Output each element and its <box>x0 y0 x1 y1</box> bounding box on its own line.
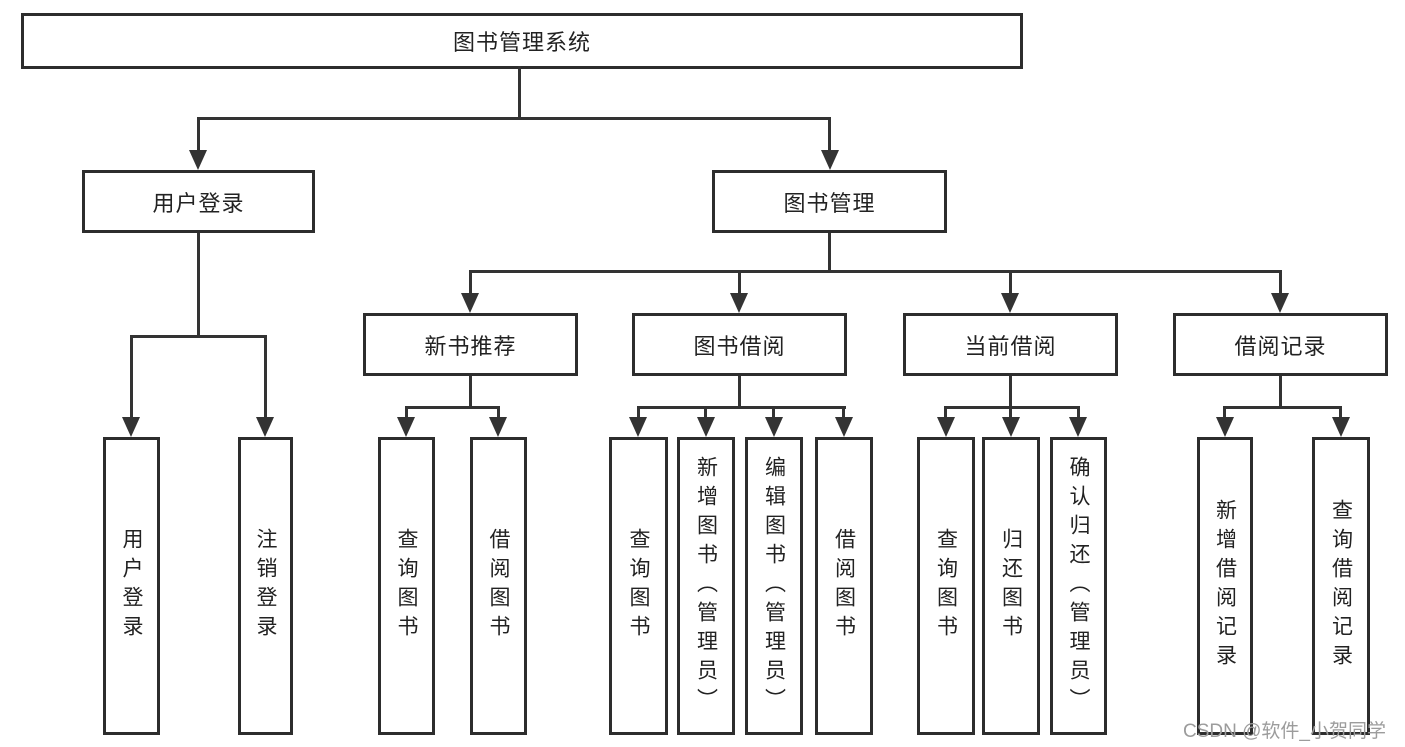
connector-line <box>738 376 741 406</box>
leaf-add-books-admin: 新增图书（管理员） <box>677 437 735 735</box>
arrowhead-icon <box>397 417 415 437</box>
connector-line <box>1009 406 1012 419</box>
arrowhead-icon <box>489 417 507 437</box>
connector-line <box>1009 270 1012 295</box>
leaf-return-books: 归还图书 <box>982 437 1040 735</box>
arrowhead-icon <box>1069 417 1087 437</box>
leaf-add-borrow-record: 新增借阅记录 <box>1197 437 1253 735</box>
csdn-watermark: CSDN @软件_小贺同学 <box>1183 721 1386 742</box>
leaf-query-books-recommend: 查询图书 <box>378 437 435 735</box>
arrowhead-icon <box>821 150 839 170</box>
arrowhead-icon <box>1332 417 1350 437</box>
arrowhead-icon <box>1271 293 1289 313</box>
node-user-login: 用户登录 <box>82 170 315 233</box>
leaf-query-borrow-record: 查询借阅记录 <box>1312 437 1370 735</box>
connector-line <box>518 66 521 117</box>
connector-line <box>944 406 947 419</box>
connector-line <box>1339 406 1342 419</box>
connector-line <box>197 117 200 151</box>
connector-line <box>197 233 200 335</box>
arrowhead-icon <box>730 293 748 313</box>
arrowhead-icon <box>1001 293 1019 313</box>
connector-line <box>405 406 408 419</box>
connector-line <box>704 406 707 419</box>
connector-line <box>637 406 640 419</box>
connector-line <box>405 406 500 409</box>
leaf-borrow-books-recommend: 借阅图书 <box>470 437 527 735</box>
connector-line <box>1279 376 1282 406</box>
connector-line <box>469 270 1282 273</box>
leaf-query-books-current: 查询图书 <box>917 437 975 735</box>
leaf-edit-books-admin: 编辑图书（管理员） <box>745 437 803 735</box>
arrowhead-icon <box>629 417 647 437</box>
connector-line <box>197 117 831 120</box>
connector-line <box>1223 406 1226 419</box>
leaf-query-books-borrowing: 查询图书 <box>609 437 668 735</box>
node-book-management: 图书管理 <box>712 170 947 233</box>
arrowhead-icon <box>697 417 715 437</box>
arrowhead-icon <box>461 293 479 313</box>
node-borrowing-records: 借阅记录 <box>1173 313 1388 376</box>
arrowhead-icon <box>1216 417 1234 437</box>
leaf-confirm-return-admin: 确认归还（管理员） <box>1050 437 1107 735</box>
connector-line <box>1223 406 1342 409</box>
connector-line <box>828 233 831 270</box>
leaf-borrow-books-borrowing: 借阅图书 <box>815 437 873 735</box>
connector-line <box>130 335 133 419</box>
connector-line <box>828 117 831 151</box>
node-current-borrowing: 当前借阅 <box>903 313 1118 376</box>
connector-line <box>772 406 775 419</box>
arrowhead-icon <box>765 417 783 437</box>
node-book-borrowing: 图书借阅 <box>632 313 847 376</box>
node-root-library-system: 图书管理系统 <box>21 13 1023 69</box>
node-new-book-recommend: 新书推荐 <box>363 313 578 376</box>
connector-line <box>1077 406 1080 419</box>
connector-line <box>637 406 846 409</box>
connector-line <box>497 406 500 419</box>
connector-line <box>1279 270 1282 295</box>
arrowhead-icon <box>122 417 140 437</box>
connector-line <box>264 335 267 419</box>
connector-line <box>738 270 741 295</box>
arrowhead-icon <box>1002 417 1020 437</box>
connector-line <box>1009 376 1012 406</box>
arrowhead-icon <box>189 150 207 170</box>
connector-line <box>130 335 267 338</box>
arrowhead-icon <box>835 417 853 437</box>
arrowhead-icon <box>256 417 274 437</box>
connector-line <box>469 270 472 295</box>
leaf-logout: 注销登录 <box>238 437 293 735</box>
leaf-user-login: 用户登录 <box>103 437 160 735</box>
connector-line <box>469 376 472 406</box>
arrowhead-icon <box>937 417 955 437</box>
connector-line <box>842 406 845 419</box>
